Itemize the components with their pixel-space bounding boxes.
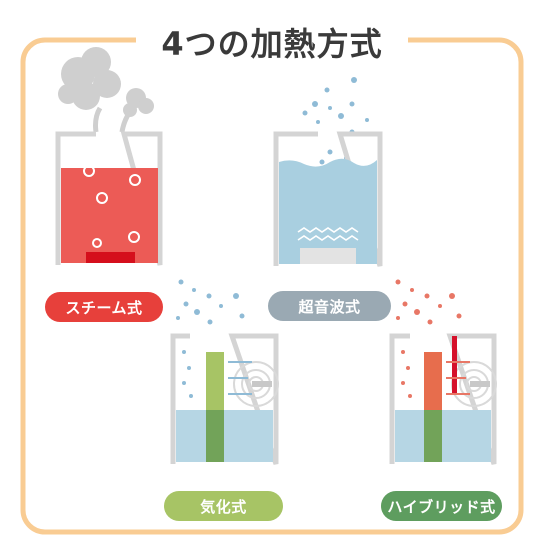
hybrid-humidifier-illustration — [389, 279, 497, 465]
evaporative-airflow — [228, 361, 252, 395]
evaporative-water — [176, 410, 273, 462]
ultrasonic-vibrator — [300, 248, 356, 264]
ultrasonic-humidifier-illustration — [273, 77, 383, 267]
ultrasonic-water — [279, 158, 377, 264]
steam-humidifier-illustration — [55, 47, 163, 266]
evaporative-fan — [233, 361, 279, 407]
label-evaporative: 気化式 — [164, 491, 283, 521]
steam-heater — [86, 252, 135, 263]
label-hybrid: ハイブリッド式 — [381, 491, 502, 521]
label-steam: スチーム式 — [45, 292, 163, 322]
evaporative-filter — [206, 352, 224, 410]
ultrasonic-waves — [297, 227, 359, 241]
hybrid-airflow — [446, 361, 470, 395]
hybrid-heater — [452, 336, 457, 394]
evaporative-tank — [170, 333, 279, 465]
hybrid-mist — [395, 279, 462, 325]
hybrid-tank — [389, 333, 497, 465]
evaporative-filter-wet — [206, 410, 224, 462]
evaporative-humidifier-illustration — [170, 279, 279, 465]
hybrid-filter — [424, 352, 442, 410]
hybrid-filter-wet — [424, 410, 442, 462]
hybrid-water — [395, 410, 491, 462]
steam-plume — [93, 106, 133, 133]
evaporative-mist — [176, 279, 245, 325]
steam-water — [61, 168, 158, 263]
steam-bubbles — [83, 165, 141, 248]
page-title: 4つの加熱方式 — [136, 14, 408, 70]
label-ultrasonic: 超音波式 — [268, 291, 391, 321]
steam-smoke — [58, 47, 154, 117]
